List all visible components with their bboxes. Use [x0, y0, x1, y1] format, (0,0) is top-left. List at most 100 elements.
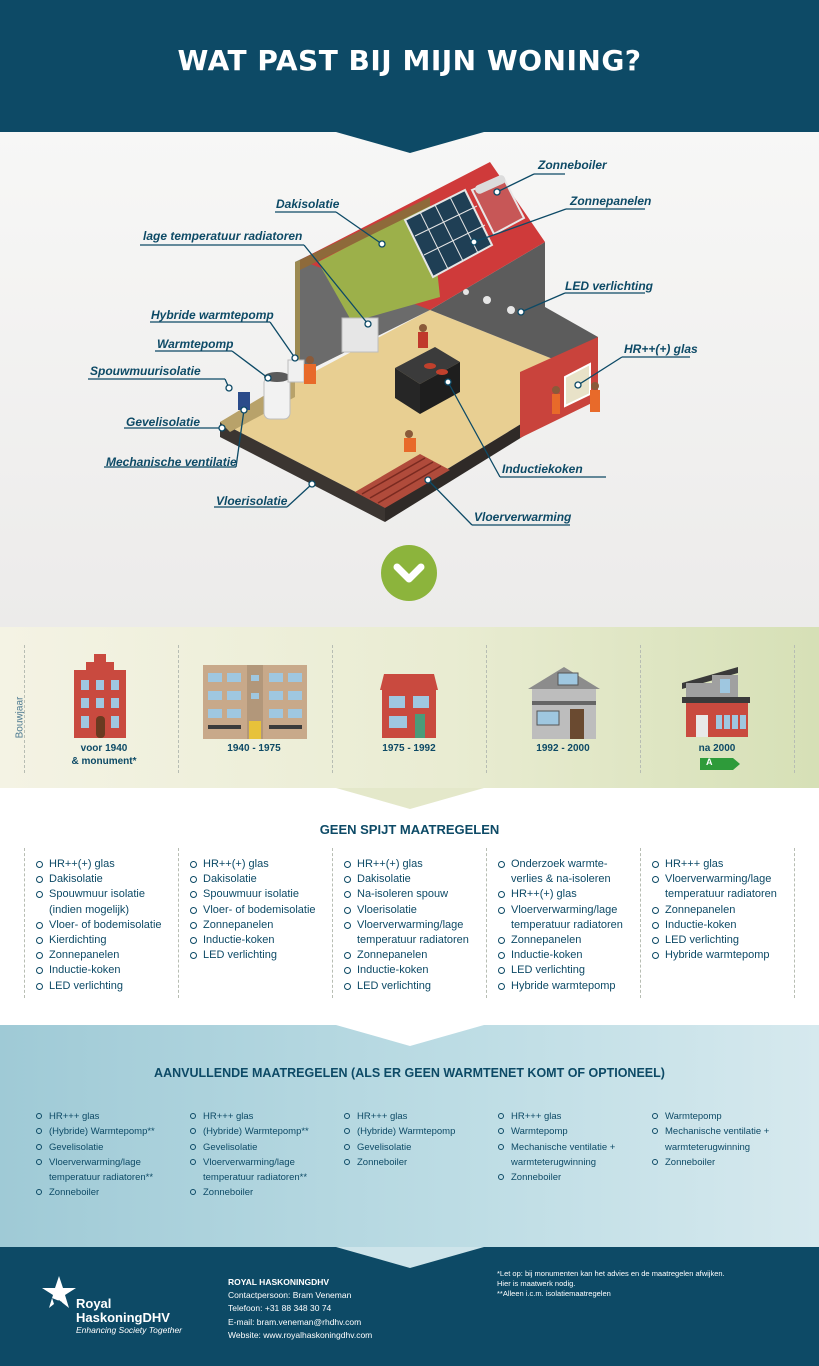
callout-zonneboiler: Zonneboiler — [538, 158, 607, 172]
aanvullend-item-text: (Hybride) Warmtepomp** — [49, 1126, 155, 1138]
bullet-circle-icon — [652, 1128, 658, 1135]
geen-spijt-item-text: HR++(+) glas — [357, 858, 423, 870]
geen-spijt-item: LED verlichting — [36, 979, 176, 994]
callout-mechanische-ventilatie: Mechanische ventilatie — [106, 455, 237, 469]
bullet-circle-icon — [344, 906, 351, 914]
footer-notch — [336, 1247, 484, 1268]
contact-block: ROYAL HASKONINGDHV Contactpersoon: Bram … — [228, 1276, 372, 1342]
contact-email[interactable]: E-mail: bram.veneman@rhdhv.com — [228, 1316, 362, 1327]
bullet-circle-icon — [190, 1189, 196, 1196]
geen-spijt-item-text: Spouwmuur isolatie — [203, 888, 299, 901]
geen-spijt-item: Inductie-koken — [36, 963, 176, 978]
bullet-circle-icon — [190, 906, 197, 914]
bullet-circle-icon — [498, 906, 505, 914]
geen-spijt-item: Zonnepanelen — [190, 918, 330, 933]
header-notch — [336, 132, 484, 153]
house-pre1940-icon — [74, 654, 126, 738]
geen-spijt-item: HR++(+) glas — [344, 857, 484, 872]
aanvullend-item-text: Vloerverwarming/lage — [49, 1156, 141, 1168]
bullet-circle-icon — [344, 1128, 350, 1135]
geen-spijt-item-text: Zonnepanelen — [511, 934, 582, 947]
geen-spijt-item-text: Inductie-koken — [203, 934, 275, 947]
geen-spijt-item-text: LED verlichting — [357, 979, 431, 992]
bullet-circle-icon — [652, 1113, 658, 1119]
logo-text-royal: Royal — [76, 1296, 112, 1311]
aanvullend-item: (Hybride) Warmtepomp** — [190, 1124, 335, 1139]
bullet-circle-icon — [190, 937, 197, 945]
bullet-circle-icon — [344, 1158, 350, 1165]
bullet-circle-icon — [652, 906, 659, 914]
bullet-circle-icon — [344, 876, 351, 884]
aanvullend-item-text: Zonneboiler — [511, 1172, 562, 1184]
geen-spijt-item-text: Spouwmuur isolatie — [49, 888, 145, 901]
geen-spijt-item-text: temperatuur radiatoren — [357, 934, 469, 947]
bullet-circle-icon — [498, 1113, 504, 1119]
aanvullend-item-text: Zonneboiler — [665, 1156, 716, 1168]
logo-text-haskoningdhv: HaskoningDHV — [76, 1310, 170, 1325]
geen-spijt-item-text: Dakisolatie — [357, 873, 411, 886]
year-label-na-2000: na 2000 — [698, 743, 736, 754]
bullet-circle-icon — [344, 921, 351, 929]
geen-spijt-item-text: Kierdichting — [49, 934, 107, 947]
geen-spijt-item-text: Vloer- of bodemisolatie — [49, 918, 162, 931]
bullet-circle-icon — [36, 1113, 42, 1119]
aanvullend-item: Warmtepomp — [652, 1109, 797, 1124]
geen-spijt-item: Zonnepanelen — [652, 903, 792, 918]
aanvullend-item-text: Zonneboiler — [49, 1187, 100, 1199]
aanvullend-item: Zonneboiler — [36, 1185, 181, 1200]
geen-spijt-item: LED verlichting — [190, 948, 330, 963]
geen-spijt-item-text: Inductie-koken — [665, 918, 737, 931]
bullet-circle-icon — [498, 1128, 504, 1135]
star-logo-icon — [42, 1276, 76, 1310]
bullet-circle-icon — [190, 921, 197, 929]
geen-spijt-item-text: Vloerverwarming/lage — [665, 873, 772, 886]
house-1992-2000-icon — [528, 667, 600, 739]
geen-spijt-item: Hybride warmtepomp — [652, 948, 792, 963]
geen-spijt-item: Zonnepanelen — [498, 933, 638, 948]
bullet-circle-icon — [36, 861, 43, 868]
geen-spijt-item: HR++(+) glas — [190, 857, 330, 872]
scroll-down-button[interactable] — [381, 545, 437, 601]
contact-phone[interactable]: Telefoon: +31 88 348 30 74 — [228, 1303, 332, 1314]
bullet-circle-icon — [498, 937, 505, 945]
geen-spijt-item: Dakisolatie — [344, 872, 484, 887]
aanvullend-item-text: Gevelisolatie — [49, 1141, 104, 1153]
contact-website[interactable]: Website: www.royalhaskoningdhv.com — [228, 1329, 373, 1340]
aanvullend-item: HR+++ glas — [190, 1109, 335, 1124]
callout-hr-glas: HR++(+) glas — [624, 342, 698, 356]
year-label-1975-1992: 1975 - 1992 — [382, 743, 436, 754]
footnote-monument: *Let op: bij monumenten kan het advies e… — [497, 1269, 725, 1278]
year-label-1992-2000: 1992 - 2000 — [536, 743, 590, 754]
geen-spijt-item-text: HR+++ glas — [665, 858, 724, 870]
heat-pump — [263, 376, 291, 420]
aanvullend-item-text: Warmtepomp — [665, 1111, 722, 1122]
geen-spijt-item-text: Vloerverwarming/lage — [511, 903, 618, 916]
geen-spijt-item-text: (indien mogelijk) — [49, 903, 130, 916]
led-lamp — [483, 296, 491, 304]
bullet-circle-icon — [344, 982, 351, 990]
contact-org: ROYAL HASKONINGDHV — [228, 1277, 330, 1287]
aanvullende-notch — [336, 1025, 484, 1046]
callout-vloerisolatie: Vloerisolatie — [216, 494, 288, 508]
callout-vloerverwarming: Vloerverwarming — [474, 510, 572, 524]
geen-spijt-item-text: HR++(+) glas — [49, 858, 115, 870]
footnotes: *Let op: bij monumenten kan het advies e… — [497, 1269, 725, 1299]
bullet-circle-icon — [190, 861, 197, 868]
floor-slab — [220, 310, 598, 507]
energy-label-text: A — [706, 757, 713, 767]
aanvullend-item-text: Mechanische ventilatie + — [665, 1126, 770, 1138]
aanvullend-item: Mechanische ventilatie +warmteterugwinni… — [498, 1140, 643, 1171]
aanvullend-item: Gevelisolatie — [190, 1140, 335, 1155]
bouwjaar-notch — [336, 788, 484, 809]
geen-spijt-item: Spouwmuur isolatie (indien mogelijk) — [36, 887, 176, 917]
aanvullend-list-1940-1975: HR+++ glas(Hybride) Warmtepomp**Geveliso… — [190, 1109, 335, 1201]
callout-zonnepanelen: Zonnepanelen — [570, 194, 652, 208]
geen-spijt-item: HR++(+) glas — [36, 857, 176, 872]
aanvullend-item-text: temperatuur radiatoren** — [49, 1172, 154, 1184]
